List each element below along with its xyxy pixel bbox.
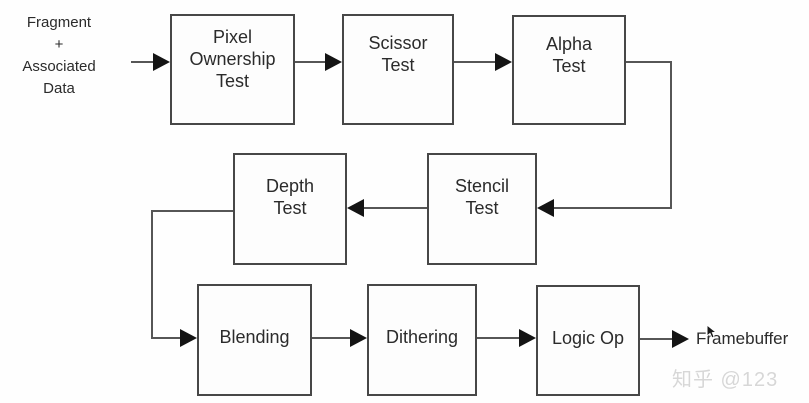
connector-pixel-to-scissor [295,61,327,63]
connector-alpha-to-stencil-seg3 [554,207,672,209]
node-depth-test: Depth Test [233,153,347,265]
connector-alpha-to-stencil-seg1 [626,61,672,63]
node-dithering: Dithering [367,284,477,396]
node-label-line: Test [552,56,586,76]
arrowhead-right-icon [495,53,512,71]
connector-fragment-to-pixel [131,61,155,63]
arrowhead-left-icon [537,199,554,217]
connector-alpha-to-stencil-seg2 [670,61,672,209]
node-label-line: Test [381,55,415,75]
node-label-line: Pixel [212,27,252,47]
mouse-cursor-icon [706,324,718,339]
source-label-line: Associated [22,58,96,75]
arrowhead-right-icon [519,329,536,347]
arrowhead-right-icon [153,53,170,71]
source-label-line: Data [43,80,75,97]
arrowhead-right-icon [672,330,689,348]
connector-logicop-to-framebuffer [640,338,673,340]
source-label-fragment-data: Fragment + Associated Data [0,12,118,100]
connector-depth-to-blending-seg1 [151,210,233,212]
connector-depth-to-blending-seg3 [151,337,181,339]
arrowhead-right-icon [325,53,342,71]
node-logic-op: Logic Op [536,285,640,396]
connector-blending-to-dithering [312,337,351,339]
node-label-line: Blending [219,327,290,347]
node-label-line: Stencil [454,176,510,196]
connector-stencil-to-depth [364,207,427,209]
arrowhead-right-icon [180,329,197,347]
node-label-line: Test [465,198,499,218]
node-scissor-test: Scissor Test [342,14,454,125]
node-label-line: Test [215,71,249,91]
arrowhead-right-icon [350,329,367,347]
connector-depth-to-blending-seg2 [151,210,153,339]
arrowhead-left-icon [347,199,364,217]
connector-dithering-to-logicop [477,337,520,339]
connector-scissor-to-alpha [454,61,496,63]
node-label-line: Test [273,198,307,218]
node-label-line: Depth [265,176,315,196]
source-label-line: Fragment [26,14,92,31]
node-label-line: Ownership [189,49,276,69]
framebuffer-label: Framebuffer [696,329,789,348]
node-pixel-ownership-test: Pixel Ownership Test [170,14,295,125]
node-stencil-test: Stencil Test [427,153,537,265]
node-label-line: Dithering [385,327,459,347]
node-label-line: Logic Op [551,328,625,348]
watermark-zhihu: 知乎 @123 [672,369,779,391]
node-blending: Blending [197,284,312,396]
node-label-line: Alpha [545,34,593,54]
node-label-line: Scissor [368,33,428,53]
node-alpha-test: Alpha Test [512,15,626,125]
source-label-line: + [54,36,64,53]
